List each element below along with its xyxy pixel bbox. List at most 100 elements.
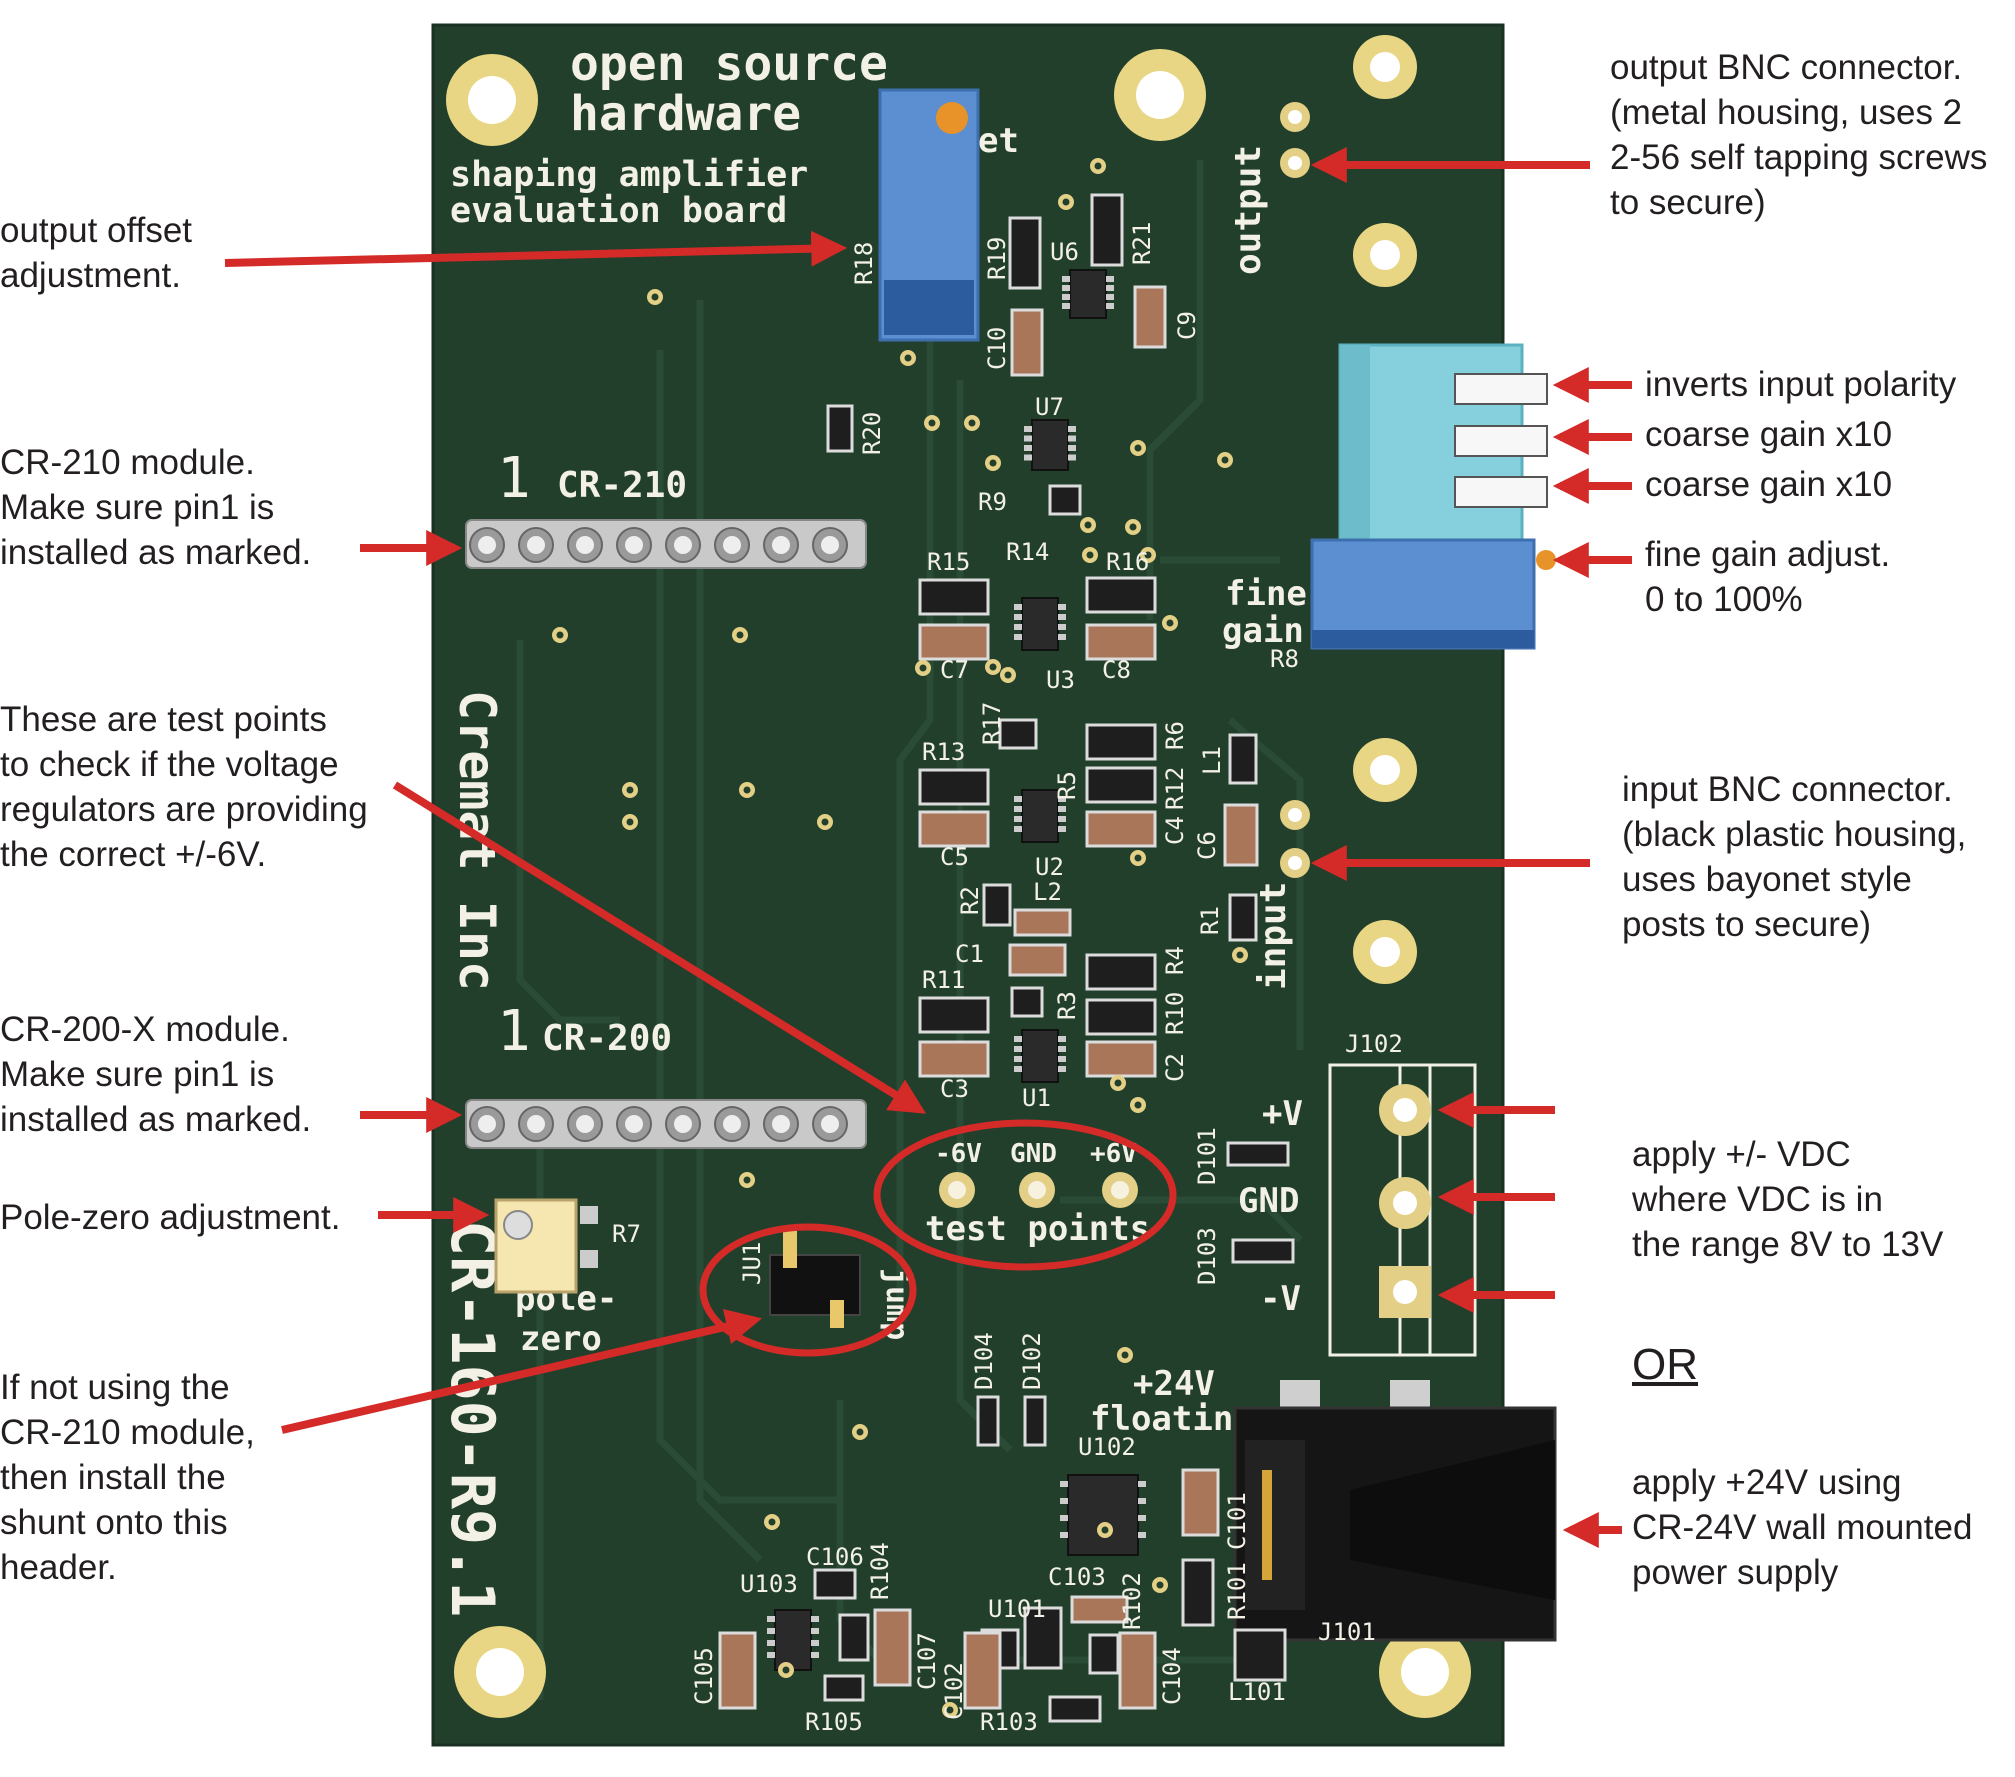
ref-u3: U3 [1046, 666, 1075, 694]
smd-resistor [1008, 216, 1042, 290]
mounting-hole [1114, 49, 1206, 141]
ref-c7: C7 [940, 656, 969, 684]
ic-lead [1062, 276, 1070, 282]
smd-resistor [823, 1674, 865, 1702]
header-pin-hole [723, 536, 741, 554]
ref-u102: U102 [1078, 1433, 1136, 1461]
trimmer-r8 [1310, 538, 1556, 650]
ref-r104: R104 [866, 1542, 894, 1600]
ref-d101: D101 [1193, 1127, 1221, 1185]
label-coarse1: coarse gain x10 [1645, 412, 1892, 457]
highlight-circles [699, 1119, 1177, 1357]
label-line: where VDC is in [1632, 1180, 1883, 1219]
header-pin-hole [674, 536, 692, 554]
ic-lead [1062, 303, 1070, 309]
smd-capacitor [1010, 308, 1044, 377]
smd-resistor [826, 404, 854, 453]
ref-c6: C6 [1193, 831, 1221, 860]
label-apply-vdc: apply +/- VDC where VDC is in the range … [1632, 1132, 1943, 1267]
ic-lead [1058, 614, 1066, 620]
smd-capacitor [1070, 1595, 1129, 1624]
ref-r15: R15 [927, 548, 970, 576]
ref-u1: U1 [1022, 1084, 1051, 1112]
ic-lead [1060, 1515, 1068, 1521]
via-hole [904, 354, 912, 362]
via-hole [1004, 671, 1012, 679]
via-hole [968, 419, 976, 427]
via-hole [989, 459, 997, 467]
ref-r2: R2 [956, 886, 984, 915]
ic-lead [811, 1652, 819, 1658]
ref-r103: R103 [980, 1708, 1038, 1736]
ref-l1: L1 [1198, 746, 1226, 775]
ic-lead [1138, 1532, 1146, 1538]
ic-lead [1014, 796, 1022, 802]
via-hole [1121, 1351, 1129, 1359]
smd-resistor [998, 718, 1038, 750]
smd-resistor [918, 768, 990, 806]
ic-lead [1024, 426, 1032, 432]
via-hole [1129, 523, 1137, 531]
label-line: coarse gain x10 [1645, 465, 1893, 504]
silk-pv: +V [1262, 1094, 1303, 1134]
silk-tp-gnd: GND [1010, 1139, 1057, 1169]
ic-lead [1058, 604, 1066, 610]
header-pin-hole [674, 1115, 692, 1133]
ref-r10: R10 [1161, 992, 1189, 1035]
label-line: to secure) [1610, 183, 1766, 222]
silk-gnd: GND [1238, 1181, 1299, 1221]
jumper-ju1 [769, 1230, 861, 1328]
ic-lead [1014, 634, 1022, 640]
smd-resistor [1085, 723, 1157, 761]
smd-resistor [1048, 484, 1082, 516]
label-cr200: CR-200-X module. Make sure pin1 is insta… [0, 1007, 311, 1142]
ic-lead [1058, 634, 1066, 640]
via-hole [556, 631, 564, 639]
ic-lead [767, 1652, 775, 1658]
ref-r16: R16 [1106, 548, 1149, 576]
ref-r5: R5 [1053, 771, 1081, 800]
label-line: (metal housing, uses 2 [1610, 93, 1963, 132]
silk-zero: zero [520, 1319, 602, 1359]
ic-lead [1014, 1036, 1022, 1042]
smd-resistor [1023, 1395, 1047, 1447]
input-pad [1280, 800, 1310, 830]
ic-lead [1138, 1498, 1146, 1504]
silk-24v: +24V [1133, 1364, 1215, 1404]
smd-parts [552, 158, 1295, 1723]
header-pin-hole [576, 536, 594, 554]
ic-chip [1021, 597, 1059, 651]
header-pin-hole [576, 1115, 594, 1133]
ref-r19: R19 [983, 237, 1011, 280]
silk-mv: -V [1260, 1279, 1301, 1319]
ic-lead [767, 1616, 775, 1622]
via-hole [1134, 444, 1142, 452]
label-line: 2-56 self tapping screws [1610, 138, 1988, 177]
ref-r8: R8 [1270, 645, 1299, 673]
silk-pin1-top: 1 [497, 446, 531, 511]
ic-lead [1106, 285, 1114, 291]
smd-capacitor [918, 810, 990, 848]
label-line: CR-24V wall mounted [1632, 1508, 1973, 1547]
bnc-pads [1280, 102, 1310, 878]
ref-r6: R6 [1161, 721, 1189, 750]
arrow-test-points [392, 781, 927, 1114]
mounting-holes [446, 35, 1471, 1718]
ref-l101: L101 [1228, 1678, 1286, 1706]
header-cr210 [465, 519, 867, 569]
ref-u2: U2 [1035, 853, 1064, 881]
label-output-bnc: output BNC connector. (metal housing, us… [1610, 45, 1987, 225]
smd-capacitor [873, 1608, 912, 1687]
label-cr210: CR-210 module. Make sure pin1 is install… [0, 440, 311, 575]
label-line: coarse gain x10 [1645, 415, 1893, 454]
terminal-pads [1379, 1084, 1431, 1318]
ref-l2: L2 [1033, 878, 1062, 906]
silk-osh-line2: hardware [570, 86, 801, 142]
silk-output: output [1228, 145, 1269, 275]
trimmer-r18 [878, 88, 980, 342]
ref-c106: C106 [806, 1543, 864, 1571]
label-line: the range 8V to 13V [1632, 1225, 1944, 1264]
label-line: the correct +/-6V. [0, 835, 267, 874]
via-hole [768, 1518, 776, 1526]
